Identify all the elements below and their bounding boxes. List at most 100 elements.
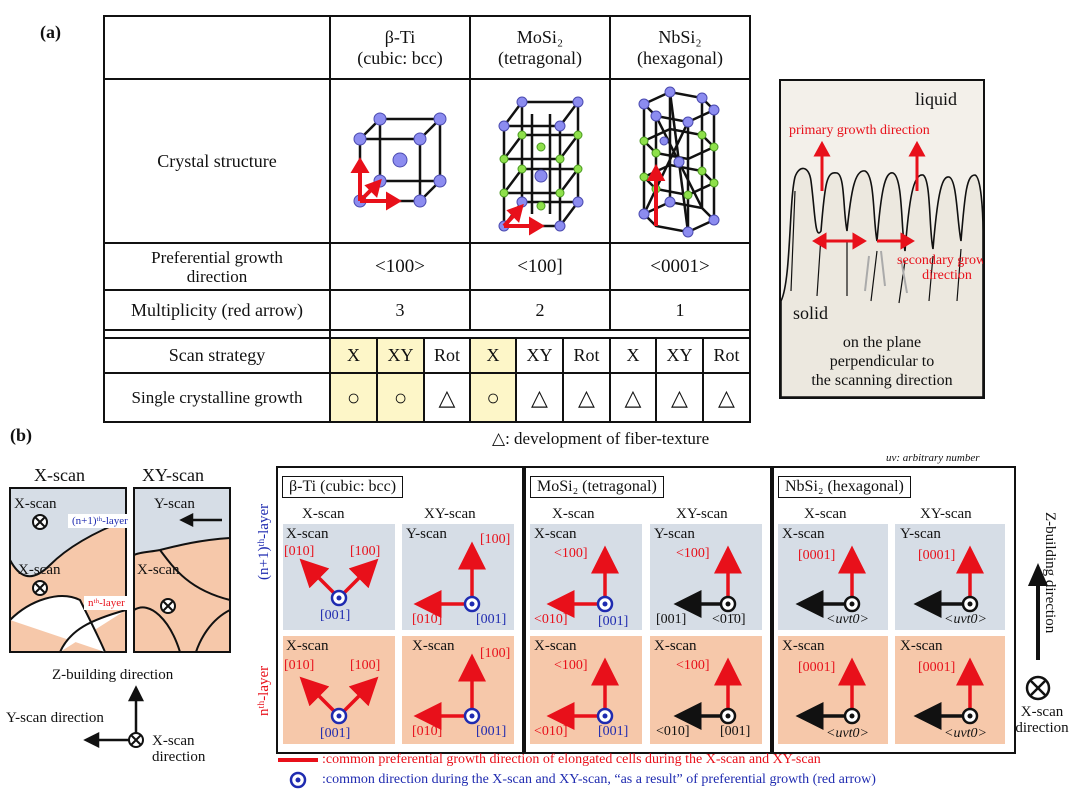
growth-nbsi2: <0001> — [650, 256, 710, 277]
scan-option: X — [626, 345, 640, 365]
scan-option: Rot — [713, 345, 740, 365]
cell-bg — [895, 524, 1005, 630]
single-mark: ○ — [346, 385, 361, 410]
miller-index: [0001] — [798, 660, 836, 675]
xscan-label-top: X-scan — [14, 496, 57, 512]
miller-index: [001] — [598, 724, 629, 739]
miller-index: [010] — [412, 724, 443, 739]
miller-index: [010] — [284, 544, 315, 559]
n-layer-label: nᵗʰ-layer — [84, 596, 129, 610]
miller-index: [100] — [350, 658, 381, 673]
row-growth-direction: Preferential growth direction — [151, 248, 283, 286]
yscan-label: Y-scan — [154, 496, 195, 512]
panel-a-label: (a) — [40, 22, 61, 42]
growth-beta-ti: <100> — [375, 256, 425, 277]
cell-scan-label: X-scan — [412, 638, 455, 654]
cell-scan-label: X-scan — [782, 638, 825, 654]
col-header: X-scan — [552, 506, 595, 522]
miller-index: <010] — [534, 724, 568, 739]
cell-scan-label: X-scan — [900, 638, 943, 654]
miller-index: [100] — [480, 532, 511, 547]
arbitrary-note: uv: arbitrary number — [886, 452, 980, 464]
cell-scan-label: Y-scan — [654, 526, 695, 542]
miller-index: [010] — [284, 658, 315, 673]
growth-direction-panel: liquid primary growth direction secondar… — [779, 79, 985, 399]
y-scan-direction-label: Y-scan direction — [6, 710, 104, 726]
miller-index: <100] — [554, 546, 588, 561]
panel-beta-ti-title: β-Ti (cubic: bcc) — [282, 476, 404, 498]
single-mark: ○ — [393, 385, 408, 410]
col-header: X-scan — [302, 506, 345, 522]
scan-option: XY — [666, 345, 693, 365]
miller-index: [0001] — [918, 660, 956, 675]
comparison-table: β-Ti(cubic: bcc) MoSi₂(tetragonal) NbSi₂… — [103, 15, 751, 423]
miller-index: [001] — [476, 612, 507, 627]
cell-scan-label: Y-scan — [900, 526, 941, 542]
growth-mosi2: <100] — [517, 256, 563, 277]
row-scan-strategy: Scan strategy — [168, 345, 266, 365]
row-single-crystalline: Single crystalline growth — [131, 388, 303, 407]
miller-index: <uvt0> — [944, 612, 987, 627]
miller-index: <uvt0> — [826, 612, 869, 627]
scan-option: Rot — [573, 345, 600, 365]
liquid-label: liquid — [915, 89, 958, 109]
dendrite-drawing — [781, 81, 983, 397]
single-mark: △ — [578, 385, 595, 410]
single-mark: ○ — [486, 385, 500, 410]
highlight-mosi2 — [470, 338, 516, 422]
col-header: XY-scan — [676, 506, 728, 522]
multiplicity-nbsi2: 1 — [675, 299, 685, 320]
scan-option: XY — [387, 345, 414, 365]
col-header: X-scan — [804, 506, 847, 522]
panel-nbsi2-title: NbSi₂ (hexagonal) — [778, 476, 911, 498]
miller-index: <uvt0> — [826, 726, 869, 741]
miller-index: [001] — [320, 726, 351, 741]
solid-label: solid — [793, 303, 829, 323]
cell-scan-label: X-scan — [286, 638, 329, 654]
xscan-title: X-scan — [34, 465, 85, 485]
cell-bg — [650, 524, 762, 630]
miller-index: <01̄0] — [712, 612, 746, 627]
header-mosi2: MoSi₂(tetragonal) — [498, 27, 582, 68]
cell-scan-label: X-scan — [654, 638, 697, 654]
miller-index: <100] — [676, 658, 710, 673]
multiplicity-beta-ti: 3 — [395, 299, 405, 320]
single-mark: △ — [718, 385, 735, 410]
cell-scan-label: X-scan — [286, 526, 329, 542]
panel-mosi2-title: MoSi₂ (tetragonal) — [530, 476, 664, 498]
n1-layer-label: (n+1)ᵗʰ-layer — [68, 514, 132, 528]
cell-scan-label: Y-scan — [406, 526, 447, 542]
primary-growth-label: primary growth direction — [789, 123, 930, 138]
cell-scan-label: X-scan — [782, 526, 825, 542]
row-multiplicity: Multiplicity (red arrow) — [131, 299, 303, 320]
cell-bg — [650, 636, 762, 744]
table-grid — [103, 15, 751, 423]
xscan-label-bottom: X-scan — [18, 562, 61, 578]
miller-index: <010] — [656, 724, 690, 739]
cell-bg — [895, 636, 1005, 744]
single-mark: △ — [624, 385, 642, 410]
miller-index: [100] — [480, 646, 511, 661]
miller-index: [001] — [476, 724, 507, 739]
multiplicity-mosi2: 2 — [535, 299, 545, 320]
single-mark: △ — [671, 385, 688, 410]
scan-option: XY — [526, 345, 553, 365]
legend-red-text: :common preferential growth direction of… — [322, 752, 821, 767]
miller-index: [001] — [656, 612, 687, 627]
row-crystal-structure: Crystal structure — [157, 150, 277, 171]
scan-option: X — [486, 345, 500, 365]
cell-scan-label: X-scan — [534, 526, 577, 542]
legend-blue-text: :common direction during the X-scan and … — [322, 772, 876, 787]
miller-index: [001] — [320, 608, 351, 623]
scan-option: X — [347, 345, 360, 365]
xyscan-title: XY-scan — [142, 465, 204, 485]
panel-b-label: (b) — [10, 425, 32, 445]
z-building-direction-label: Z-building direction — [52, 667, 174, 683]
miller-index: [0001] — [918, 548, 956, 563]
z-building-direction-right: Z-building direction — [1042, 512, 1058, 634]
single-mark: △ — [531, 385, 548, 410]
